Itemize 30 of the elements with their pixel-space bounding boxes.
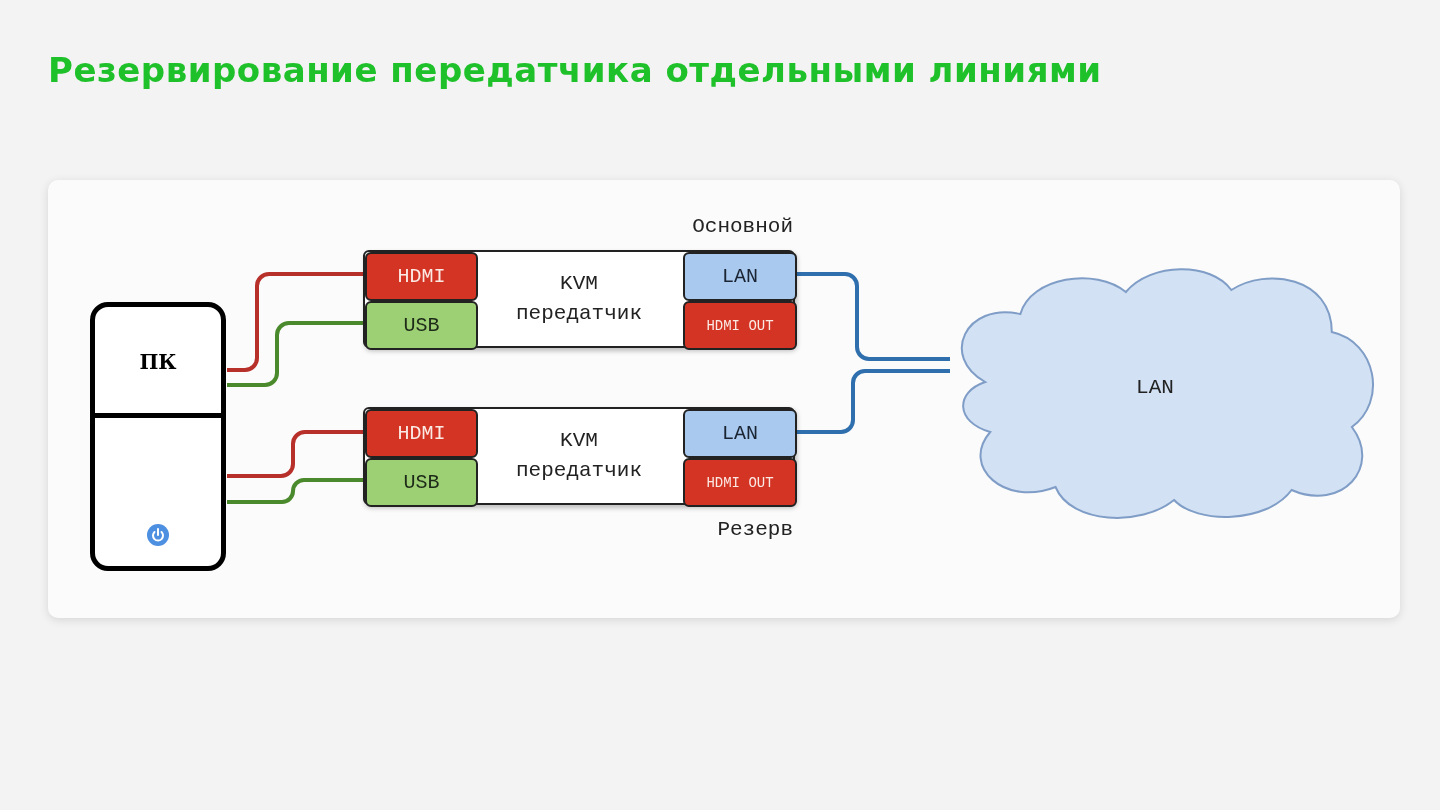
node-label: Основной [691, 213, 793, 240]
port-label: HDMI [396, 264, 447, 290]
cable-line [796, 369, 950, 434]
port-label: LAN [721, 421, 759, 447]
cable-line [227, 272, 363, 372]
port-box [683, 409, 797, 458]
network-label: LAN [1135, 374, 1175, 401]
port-box [365, 252, 478, 301]
device-label: KVM передатчик [515, 271, 643, 327]
port-box [365, 409, 478, 458]
port-label: USB [402, 313, 441, 339]
node-label: Резерв [716, 516, 793, 543]
port-label: USB [402, 470, 441, 496]
port-label: LAN [721, 264, 759, 290]
port-label: HDMI [396, 421, 447, 447]
port-box [683, 301, 797, 350]
cable-line [227, 478, 363, 504]
port-box [365, 301, 478, 350]
port-label: HDMI OUT [705, 316, 775, 336]
cable-line [227, 430, 363, 478]
device-label: ПК [138, 349, 178, 376]
title: Резервирование передатчика отдельными линиями [48, 50, 1102, 90]
port-box [365, 458, 478, 507]
cable-line [796, 272, 950, 361]
port-box [683, 458, 797, 507]
port-label: HDMI OUT [705, 473, 775, 493]
computer-box [90, 302, 226, 571]
device-label: KVM передатчик [515, 428, 643, 484]
cable-line [227, 321, 363, 387]
port-box [683, 252, 797, 301]
